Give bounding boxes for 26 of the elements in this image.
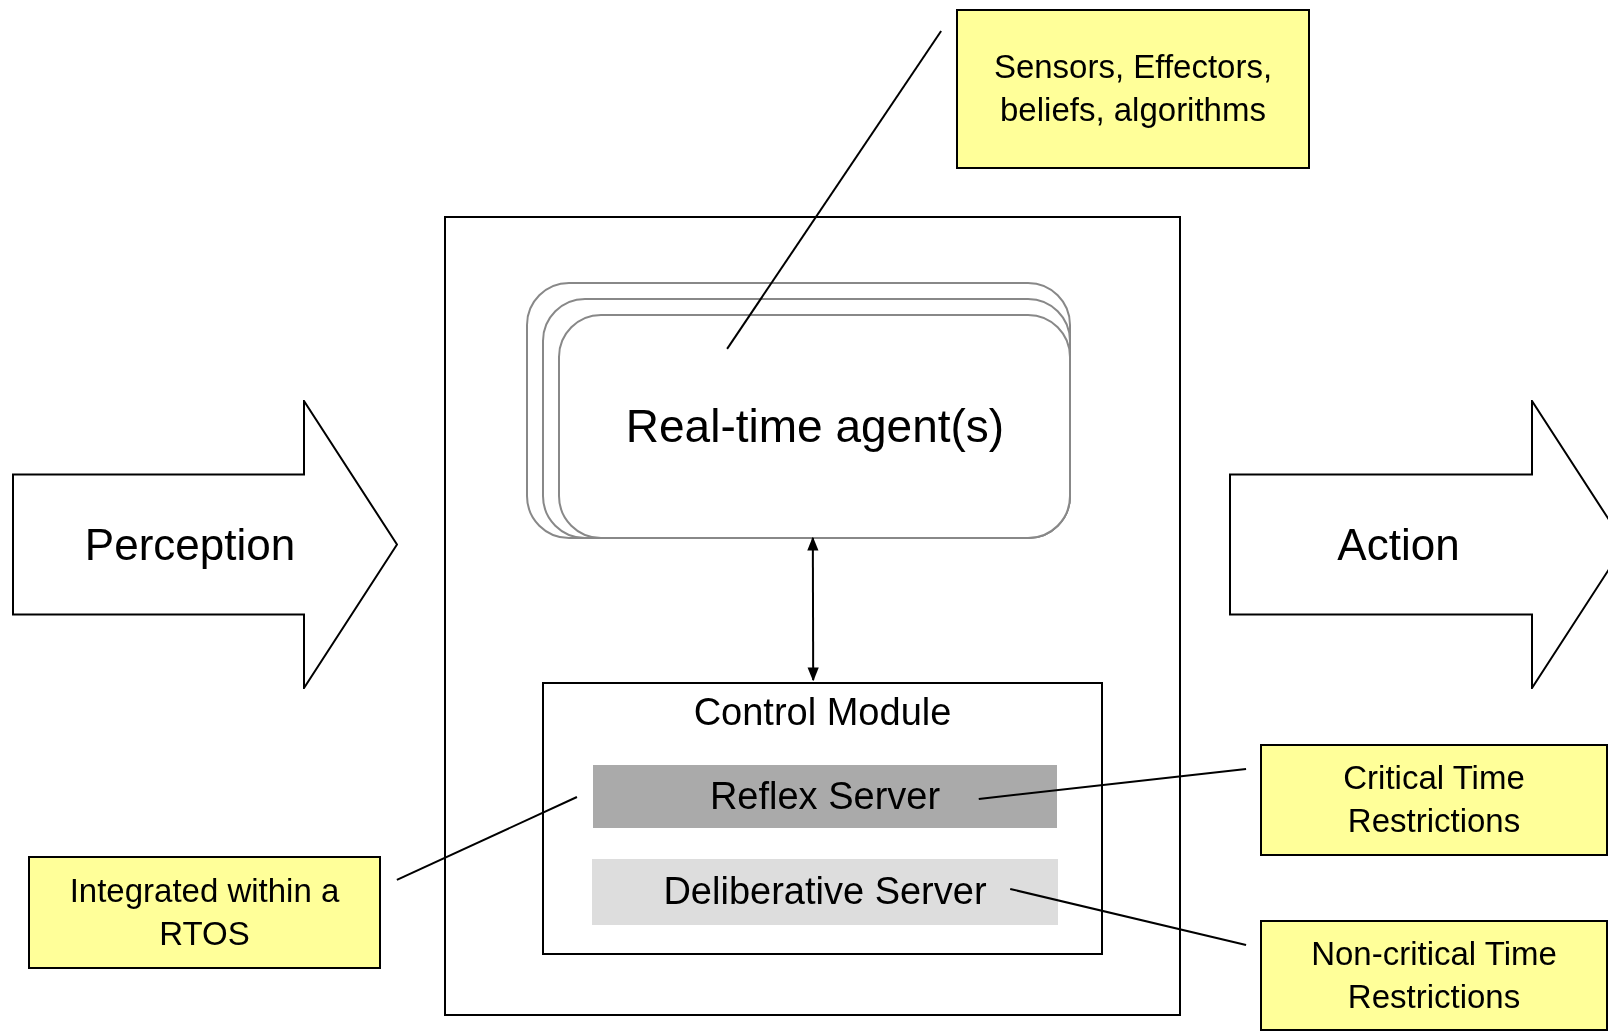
node-label: Perception: [83, 518, 297, 571]
leader-line: [726, 30, 943, 350]
callout-note: [1260, 920, 1608, 1031]
leader-line: [1009, 888, 1248, 946]
node-label: Reflex Server: [708, 773, 942, 819]
arrow: [807, 536, 819, 682]
callout-note: [28, 856, 381, 969]
system-frame: [444, 216, 1181, 1016]
leader-line: [395, 795, 578, 881]
module-box: [542, 682, 1103, 955]
stacked-agent-box: [526, 282, 1072, 540]
node-label: Real-time agent(s): [624, 399, 1006, 455]
node-label: Sensors, Effectors, beliefs, algorithms: [992, 47, 1274, 130]
callout-note: [956, 9, 1310, 169]
node-label: Non-critical Time Restrictions: [1310, 933, 1558, 1017]
node-label: Deliberative Server: [662, 869, 988, 915]
node-label: Action: [1336, 518, 1461, 571]
node-label: Critical Time Restrictions: [1342, 758, 1526, 841]
callout-note: [1260, 744, 1608, 856]
block-arrow: [1229, 400, 1608, 689]
server-bar: [593, 765, 1057, 828]
leader-line: [977, 768, 1248, 800]
node-label: Integrated within a RTOS: [68, 870, 341, 954]
node-label: Control Module: [692, 690, 953, 735]
block-arrow: [12, 400, 398, 689]
server-bar: [592, 859, 1058, 925]
